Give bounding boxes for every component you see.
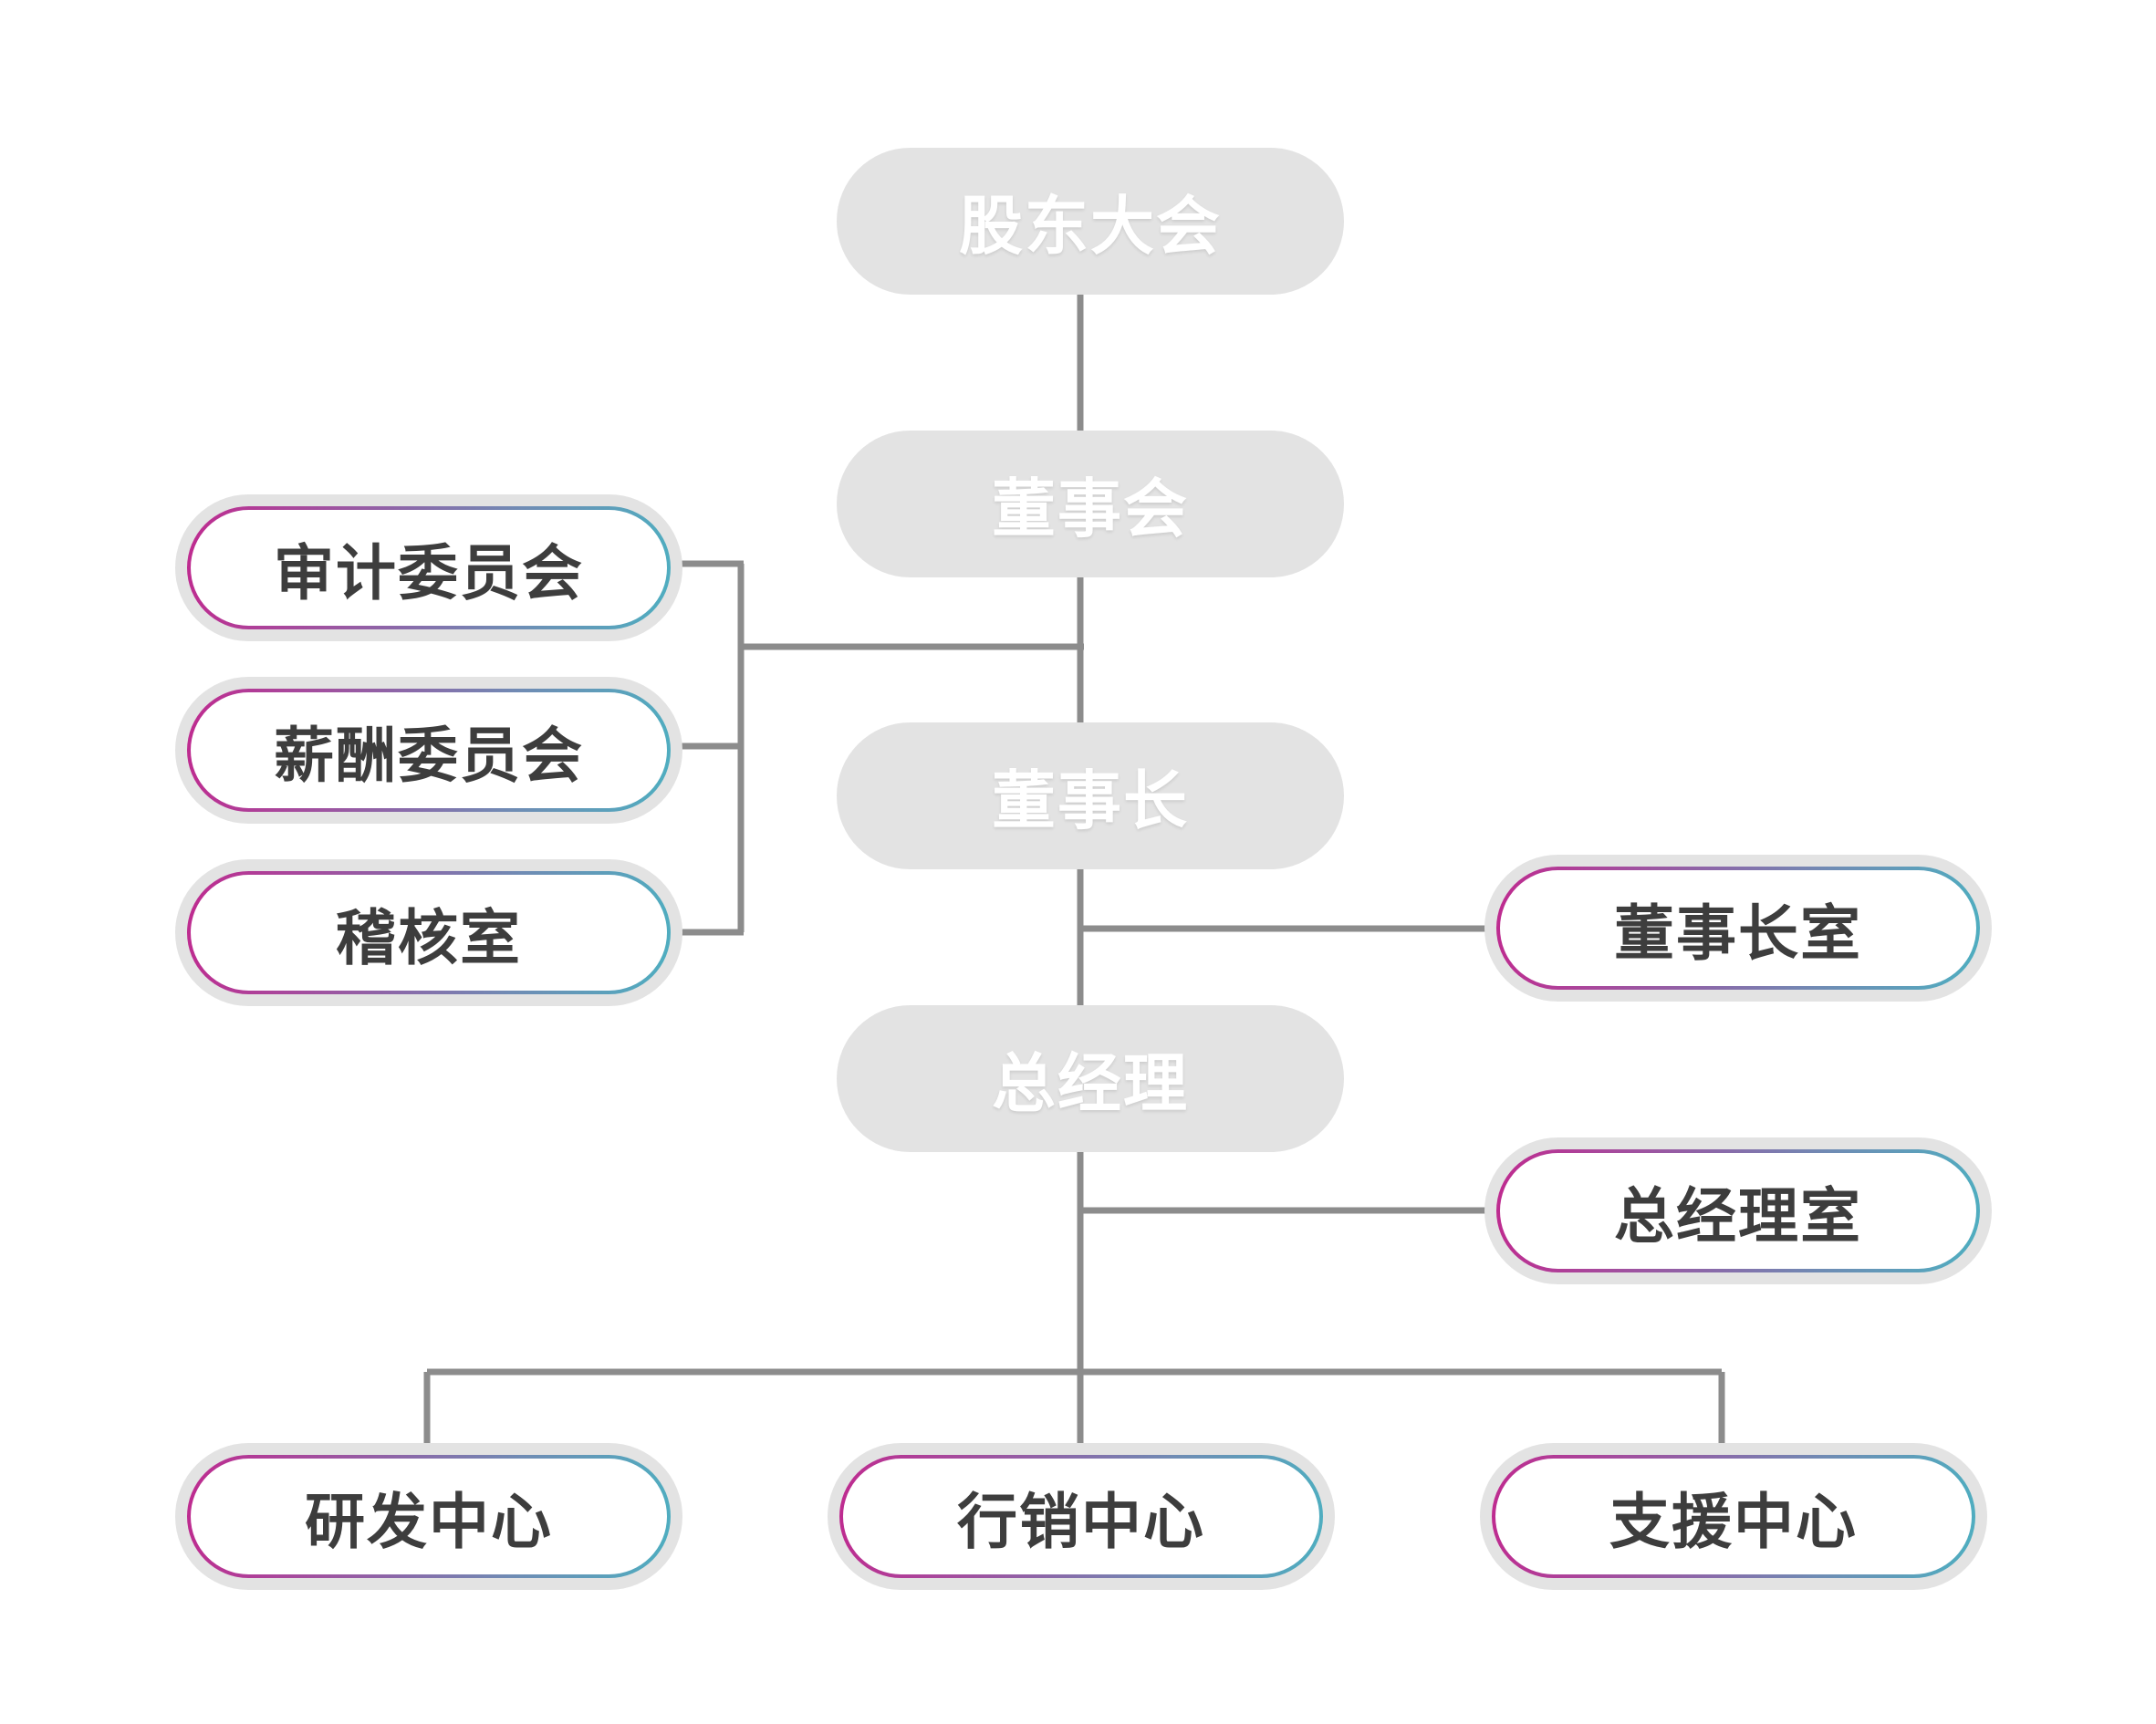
node-shadow [837,148,1344,295]
node-gradient-border [839,1455,1323,1578]
node-compensation-committee[interactable]: 薪酬委员会 [175,677,682,824]
node-label: 股东大会 [959,191,1222,262]
node-label: 总经理 [992,1048,1189,1119]
node-general-manager[interactable]: 总经理 [837,1005,1344,1152]
node-board[interactable]: 董事会 [837,431,1344,577]
node-label: 研发中心 [305,1487,553,1555]
node-label: 审计委员会 [274,538,584,607]
node-chairman-office[interactable]: 董事长室 [1484,855,1992,1002]
node-gradient-border [1496,867,1980,990]
node-gradient-border [187,689,671,812]
node-rd-center[interactable]: 研发中心 [175,1443,682,1590]
node-label: 支援中心 [1609,1487,1858,1555]
node-general-manager-office[interactable]: 总经理室 [1484,1137,1992,1284]
node-label: 总经理室 [1614,1181,1862,1250]
node-gradient-border [187,506,671,629]
node-label: 董事长 [992,765,1189,836]
node-audit-committee[interactable]: 审计委员会 [175,494,682,641]
node-gradient-border [1496,1149,1980,1272]
node-gradient-border [187,1455,671,1578]
node-chairman[interactable]: 董事长 [837,722,1344,869]
node-gradient-border [187,871,671,994]
node-audit-office[interactable]: 稽核室 [175,859,682,1006]
node-gradient-border [1492,1455,1975,1578]
node-shareholders[interactable]: 股东大会 [837,148,1344,295]
node-shadow [837,722,1344,869]
node-label: 稽核室 [336,903,522,971]
node-shadow [837,1005,1344,1152]
node-label: 董事长室 [1614,898,1862,967]
node-label: 董事会 [992,473,1189,545]
node-label: 行销中心 [957,1487,1205,1555]
node-marketing-center[interactable]: 行销中心 [828,1443,1335,1590]
node-support-center[interactable]: 支援中心 [1480,1443,1987,1590]
node-label: 薪酬委员会 [274,721,584,789]
node-shadow [837,431,1344,577]
